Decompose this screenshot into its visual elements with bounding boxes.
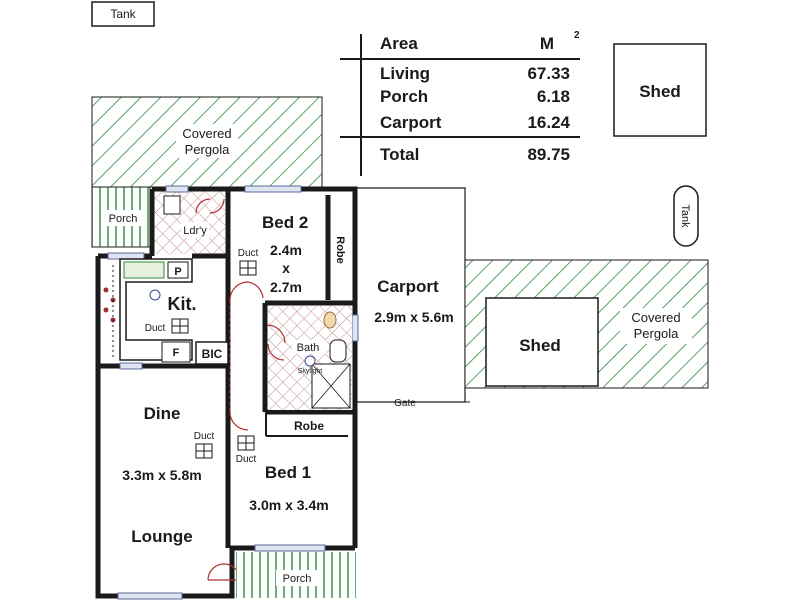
fridge-label: F bbox=[173, 347, 180, 359]
duct-kitchen-label: Duct bbox=[145, 323, 166, 334]
doors bbox=[207, 281, 286, 581]
skylight-label: Skylight bbox=[298, 368, 323, 375]
pantry bbox=[167, 261, 189, 279]
vanity-icon bbox=[329, 339, 347, 363]
skylight-bath-icon bbox=[304, 355, 316, 367]
toilet-icon bbox=[323, 311, 337, 329]
covered-pergola-left-label-1: Covered bbox=[182, 126, 231, 141]
tank-right bbox=[673, 185, 699, 247]
duct-bed2-icon bbox=[239, 260, 257, 276]
porch-bottom-label: Porch bbox=[283, 573, 312, 585]
robe-top-label: Robe bbox=[334, 236, 346, 264]
area-header-label: Area bbox=[380, 34, 418, 53]
duct-bed2-label: Duct bbox=[238, 248, 259, 259]
fridge bbox=[161, 341, 191, 363]
bath-label: Bath bbox=[297, 342, 320, 354]
carport-dim: 2.9m x 5.6m bbox=[374, 309, 453, 325]
area-table: Area M 2 Living 67.33 Porch 6.18 Carport… bbox=[340, 30, 590, 176]
skylight-kitchen-icon bbox=[149, 289, 161, 301]
cooktop-icon bbox=[103, 287, 116, 323]
shed-middle-label: Shed bbox=[519, 336, 561, 355]
carport-label: Carport bbox=[377, 277, 439, 296]
kitchen-label: Kit. bbox=[168, 294, 197, 314]
duct-dine-icon bbox=[195, 443, 213, 459]
kitchen-bench bbox=[119, 258, 193, 361]
porch-top-label: Porch bbox=[109, 213, 138, 225]
bic-label: BIC bbox=[202, 347, 223, 361]
bed2-dim-2: x bbox=[282, 260, 290, 276]
bed1-label: Bed 1 bbox=[265, 463, 311, 482]
covered-pergola-left-label-2: Pergola bbox=[185, 142, 231, 157]
bed2-dim-1: 2.4m bbox=[270, 242, 302, 258]
bed1-dim: 3.0m x 3.4m bbox=[249, 497, 328, 513]
robe-bottom-label: Robe bbox=[294, 419, 324, 433]
dine-dim: 3.3m x 5.8m bbox=[122, 467, 201, 483]
windows bbox=[107, 185, 359, 600]
area-header-unit-sup: 2 bbox=[574, 30, 580, 41]
tank-right-label: Tank bbox=[679, 204, 691, 228]
pantry-label: P bbox=[174, 266, 181, 278]
duct-kitchen-icon bbox=[171, 318, 189, 334]
tank-top-label: Tank bbox=[110, 7, 136, 21]
laundry-label: Ldr'y bbox=[183, 225, 207, 237]
bed2-dim-3: 2.7m bbox=[270, 279, 302, 295]
lounge-label: Lounge bbox=[131, 527, 192, 546]
covered-pergola-right-label-1: Covered bbox=[631, 310, 680, 325]
bed2-label: Bed 2 bbox=[262, 213, 308, 232]
duct-bed1-icon bbox=[237, 435, 255, 451]
gate-label: Gate bbox=[394, 398, 416, 409]
shed-top-label: Shed bbox=[639, 82, 681, 101]
covered-pergola-right-label-2: Pergola bbox=[634, 326, 680, 341]
bic bbox=[195, 341, 229, 365]
trough bbox=[163, 195, 181, 215]
shed-top bbox=[613, 43, 707, 137]
area-header-unit: M bbox=[539, 34, 554, 53]
duct-bed1-label: Duct bbox=[236, 454, 257, 465]
duct-dine-label: Duct bbox=[194, 431, 215, 442]
laundry-door bbox=[195, 198, 225, 214]
shed-middle bbox=[485, 297, 599, 387]
sink-icon bbox=[123, 261, 165, 279]
tank-top bbox=[91, 1, 155, 27]
dine-label: Dine bbox=[144, 404, 181, 423]
